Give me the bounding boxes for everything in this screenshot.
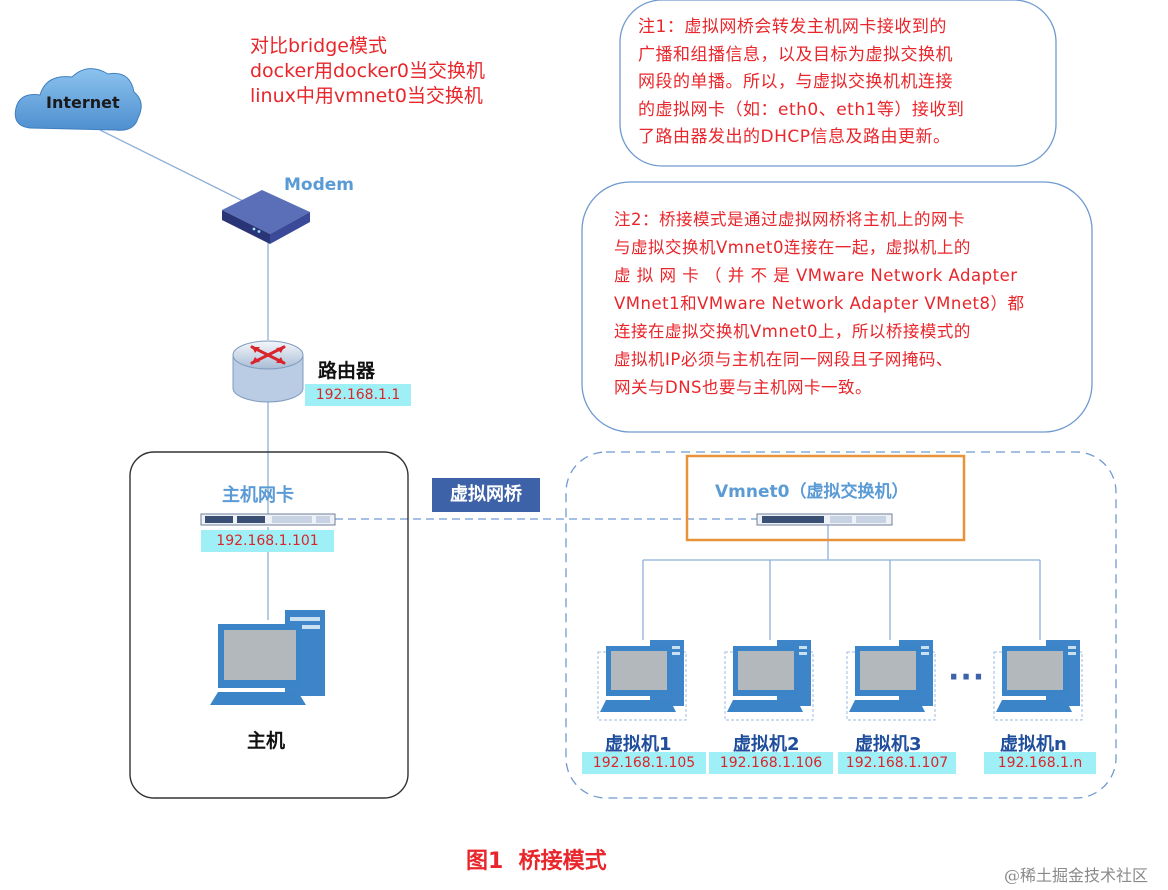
host-computer-icon bbox=[210, 610, 325, 705]
note2-line: 连接在虚拟交换机Vmnet0上，所以桥接模式的 bbox=[614, 322, 971, 341]
internet-cloud-icon bbox=[14, 68, 142, 131]
figure-caption: 图1 桥接模式 bbox=[466, 849, 607, 874]
virtual-bridge-label: 虚拟网桥 bbox=[432, 478, 540, 512]
host-label: 主机 bbox=[247, 730, 286, 752]
note1-text: 注1：虚拟网桥会转发主机网卡接收到的 广播和组播信息，以及目标为虚拟交换机 网段… bbox=[638, 14, 1040, 152]
watermark: @稀土掘金技术社区 bbox=[1004, 866, 1149, 885]
vm-label: 虚拟机1 bbox=[605, 734, 672, 755]
note2-line: 虚 拟 网 卡 （ 并 不 是 VMware Network Adapter bbox=[614, 266, 1018, 285]
vswitch-label: Vmnet0（虚拟交换机） bbox=[715, 482, 909, 502]
network-links bbox=[99, 129, 1041, 640]
vm-computer-icon bbox=[597, 640, 687, 721]
router-ip: 192.168.1.1 bbox=[305, 384, 411, 406]
note2-bubble bbox=[581, 181, 1093, 433]
vm-ip: 192.168.1.106 bbox=[709, 752, 833, 774]
host-nic-label: 主机网卡 bbox=[222, 485, 294, 506]
internet-label: Internet bbox=[46, 93, 120, 112]
vm-ellipsis: ··· bbox=[948, 660, 986, 695]
host-nic-ip: 192.168.1.101 bbox=[201, 530, 334, 552]
note2-text: 注2：桥接模式是通过虚拟网桥将主机上的网卡 与虚拟交换机Vmnet0连接在一起，… bbox=[614, 206, 1074, 402]
comparison-note-line: linux中用vmnet0当交换机 bbox=[250, 85, 483, 107]
modem-label: Modem bbox=[284, 175, 355, 195]
host-frame bbox=[129, 451, 409, 799]
vswitch-frame bbox=[685, 454, 966, 542]
router-label: 路由器 bbox=[318, 360, 376, 382]
vm-computer-icon bbox=[993, 640, 1083, 721]
note2-line: 网关与DNS也要与主机网卡一致。 bbox=[614, 378, 873, 397]
router-icon bbox=[232, 340, 304, 403]
note2-line: VMnet1和VMware Network Adapter VMnet8）都 bbox=[614, 294, 1025, 313]
comparison-note-line: docker用docker0当交换机 bbox=[250, 60, 486, 82]
note1-line: 网段的单播。所以，与虚拟交换机机连接 bbox=[638, 72, 953, 92]
vm-icons bbox=[597, 640, 1083, 721]
vm-ip: 192.168.1.107 bbox=[838, 752, 956, 774]
host-nic-icon bbox=[200, 513, 336, 526]
note1-line: 注1：虚拟网桥会转发主机网卡接收到的 bbox=[638, 17, 947, 37]
note2-line: 注2：桥接模式是通过虚拟网桥将主机上的网卡 bbox=[614, 210, 965, 229]
comparison-note-line: 对比bridge模式 bbox=[250, 35, 387, 57]
note1-line: 的虚拟网卡（如：eth0、eth1等）接收到 bbox=[638, 99, 965, 120]
vm-region-frame bbox=[565, 451, 1117, 799]
vm-label: 虚拟机3 bbox=[855, 734, 922, 755]
vm-label: 虚拟机n bbox=[1000, 734, 1067, 755]
vm-ip: 192.168.1.105 bbox=[582, 752, 706, 774]
note2-line: 虚拟机IP必须与主机在同一网段且子网掩码、 bbox=[614, 350, 953, 369]
note1-line: 广播和组播信息，以及目标为虚拟交换机 bbox=[638, 44, 953, 65]
note1-bubble bbox=[619, 0, 1057, 167]
vm-ip: 192.168.1.n bbox=[984, 752, 1096, 774]
note1-line: 了路由器发出的DHCP信息及路由更新。 bbox=[638, 127, 951, 147]
vswitch-icon bbox=[756, 513, 893, 526]
note2-line: 与虚拟交换机Vmnet0连接在一起，虚拟机上的 bbox=[614, 238, 971, 257]
vm-computer-icon bbox=[846, 640, 936, 721]
comparison-note: 对比bridge模式 docker用docker0当交换机 linux中用vmn… bbox=[250, 34, 485, 109]
vm-label: 虚拟机2 bbox=[733, 734, 800, 755]
modem-icon bbox=[222, 190, 310, 244]
vm-computer-icon bbox=[724, 640, 814, 721]
